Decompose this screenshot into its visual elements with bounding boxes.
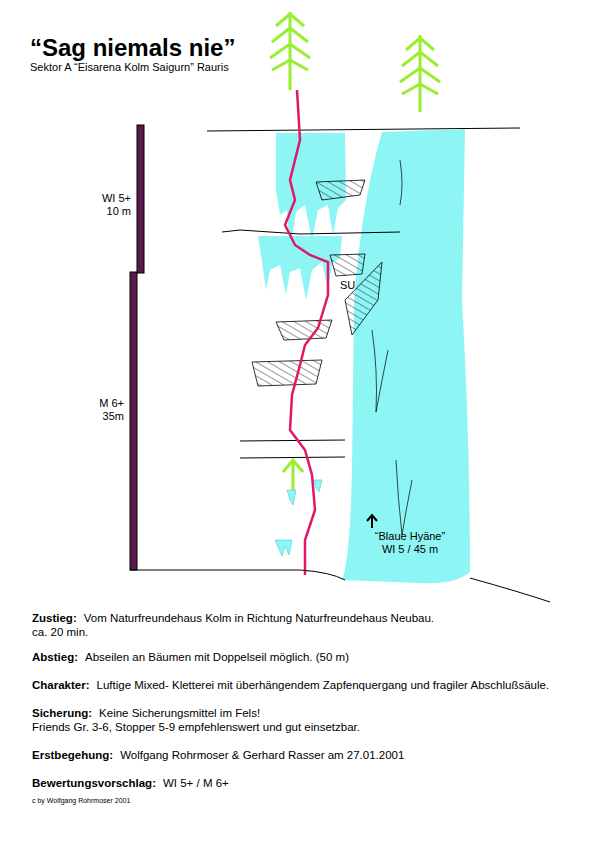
field-label: Charakter:: [32, 679, 90, 692]
rim-line: [207, 128, 520, 131]
grade-label: WI 5 / 45 m: [382, 543, 438, 556]
field-label: Zustieg:: [32, 612, 77, 625]
copyright: c by Wolfgang Rohrmoser 2001: [32, 797, 130, 805]
grade-label: WI 5+: [102, 192, 131, 205]
grade-label: M 6+: [99, 397, 124, 410]
field-text: Keine Sicherungsmittel im Fels!: [99, 707, 260, 720]
subtitle: Sektor A “Eisarena Kolm Saigurn” Rauris: [30, 61, 229, 74]
field-text: Abseilen an Bäumen mit Doppelseil möglic…: [85, 651, 349, 664]
belay-label: SU: [340, 279, 355, 292]
icicle: [275, 480, 322, 556]
grade-bar: [137, 125, 144, 273]
length-label: 10 m: [107, 205, 131, 218]
start-arrow: [283, 460, 303, 490]
rock-ledge: [222, 230, 400, 458]
ice-column: [342, 129, 470, 583]
ice-curtain: [258, 236, 342, 300]
field-label: Erstbegehung:: [32, 749, 113, 762]
ground-line: [130, 570, 550, 602]
field-text: Wolfgang Rohrmoser & Gerhard Rasser am 2…: [120, 749, 404, 762]
title: “Sag niemals nie”: [30, 34, 235, 62]
field-text: Luftige Mixed- Kletterei mit überhängend…: [97, 679, 550, 692]
field-text: ca. 20 min.: [32, 626, 88, 639]
field-text: Vom Naturfreundehaus Kolm in Richtung Na…: [84, 612, 434, 625]
field-text: WI 5+ / M 6+: [163, 777, 229, 790]
field-label: Abstieg:: [32, 651, 78, 664]
field-label: Bewertungsvorschlag:: [32, 777, 156, 790]
length-label: 35m: [103, 410, 124, 423]
field-text: Friends Gr. 3-6, Stopper 5-9 empfehlensw…: [32, 721, 360, 734]
rock-block: [252, 180, 382, 386]
route-line: [285, 90, 328, 575]
tree: [270, 12, 440, 112]
grade-bar: [130, 272, 137, 570]
route-name: “Blaue Hyäne”: [375, 530, 445, 543]
ice-detail: [372, 160, 412, 535]
field-label: Sicherung:: [32, 707, 92, 720]
pointer-arrow: [367, 515, 377, 528]
